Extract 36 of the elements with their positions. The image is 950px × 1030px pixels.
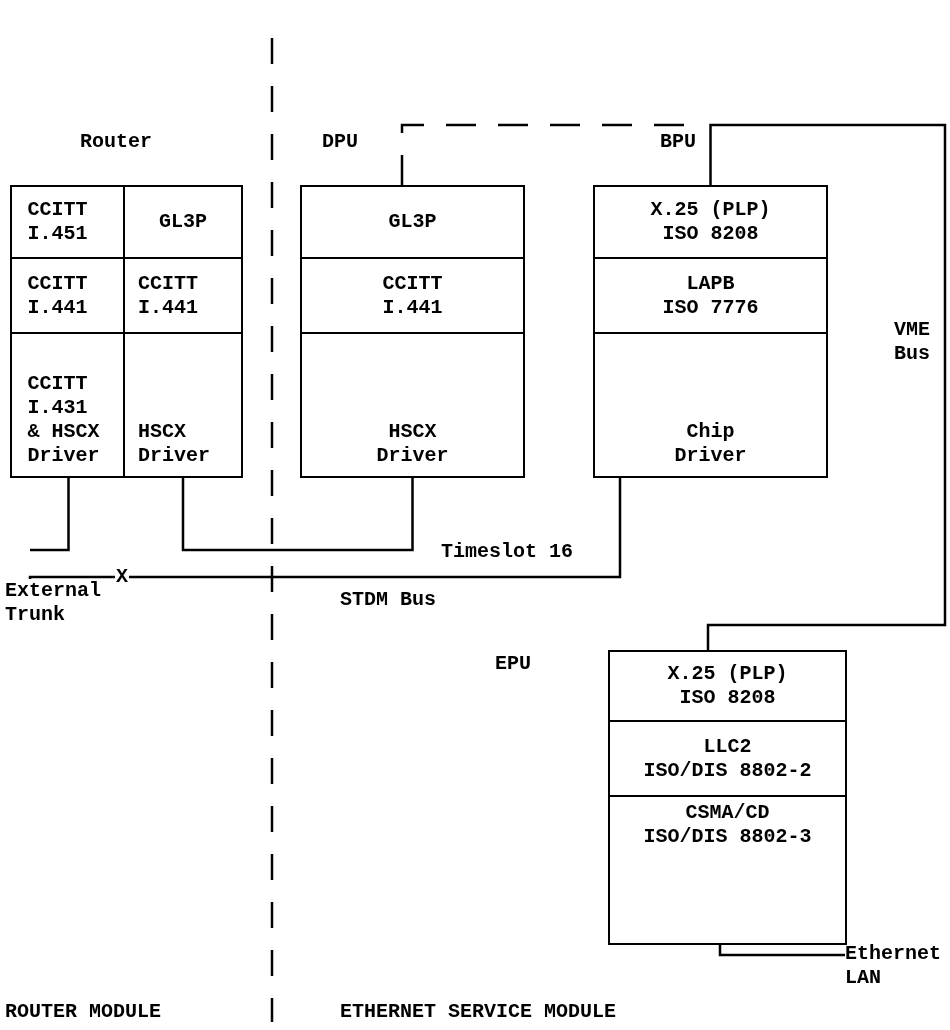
protocol-layer-cell [12,187,125,259]
layer-label: X.25 (PLP) [650,198,771,222]
layer-label: HSCX Driver [138,420,211,468]
layer-label: HSCX Driver [375,420,450,468]
layer-label: ISO/DIS 8802-3 [643,825,812,849]
stack-heading: Router [80,130,152,154]
layer-label: GL3P [159,210,207,234]
layer-label: GL3P [388,210,437,234]
endpoint-label: External Trunk [5,579,109,627]
layer-label: CSMA/CD [685,801,770,825]
connector-line [718,945,845,957]
connector-line [30,476,70,552]
layer-label: ISO/DIS 8802-2 [643,758,812,783]
layer-label: CCITT I.451 [27,198,89,246]
layer-label: CCITT I.441 [27,271,89,320]
layer-label: ISO 8208 [679,686,776,710]
stack-heading: DPU [322,130,358,154]
layer-label: ISO 7776 [662,295,759,320]
layer-label: X.25 (PLP) [667,662,788,686]
layer-label: ISO 8208 [662,222,759,246]
stack-heading: BPU [660,130,696,154]
layer-label: LLC2 [703,734,752,759]
endpoint-label: Ethernet LAN [845,942,945,990]
layer-label: CCITT I.431 & HSCX Driver [27,372,101,468]
stack-heading: EPU [495,652,531,676]
layer-label: CCITT I.441 [138,271,199,320]
text-label: ETHERNET SERVICE MODULE [340,1000,617,1024]
connector-line [706,123,947,650]
connector-line [28,476,622,581]
connector-line [181,476,414,552]
layer-label: CCITT I.441 [381,271,444,320]
layer-label: Chip Driver [673,420,748,468]
text-label: ROUTER MODULE [5,1000,162,1024]
protocol-layer-cell [12,259,125,334]
layer-label: LAPB [686,271,735,296]
text-label: STDM Bus [340,588,436,612]
